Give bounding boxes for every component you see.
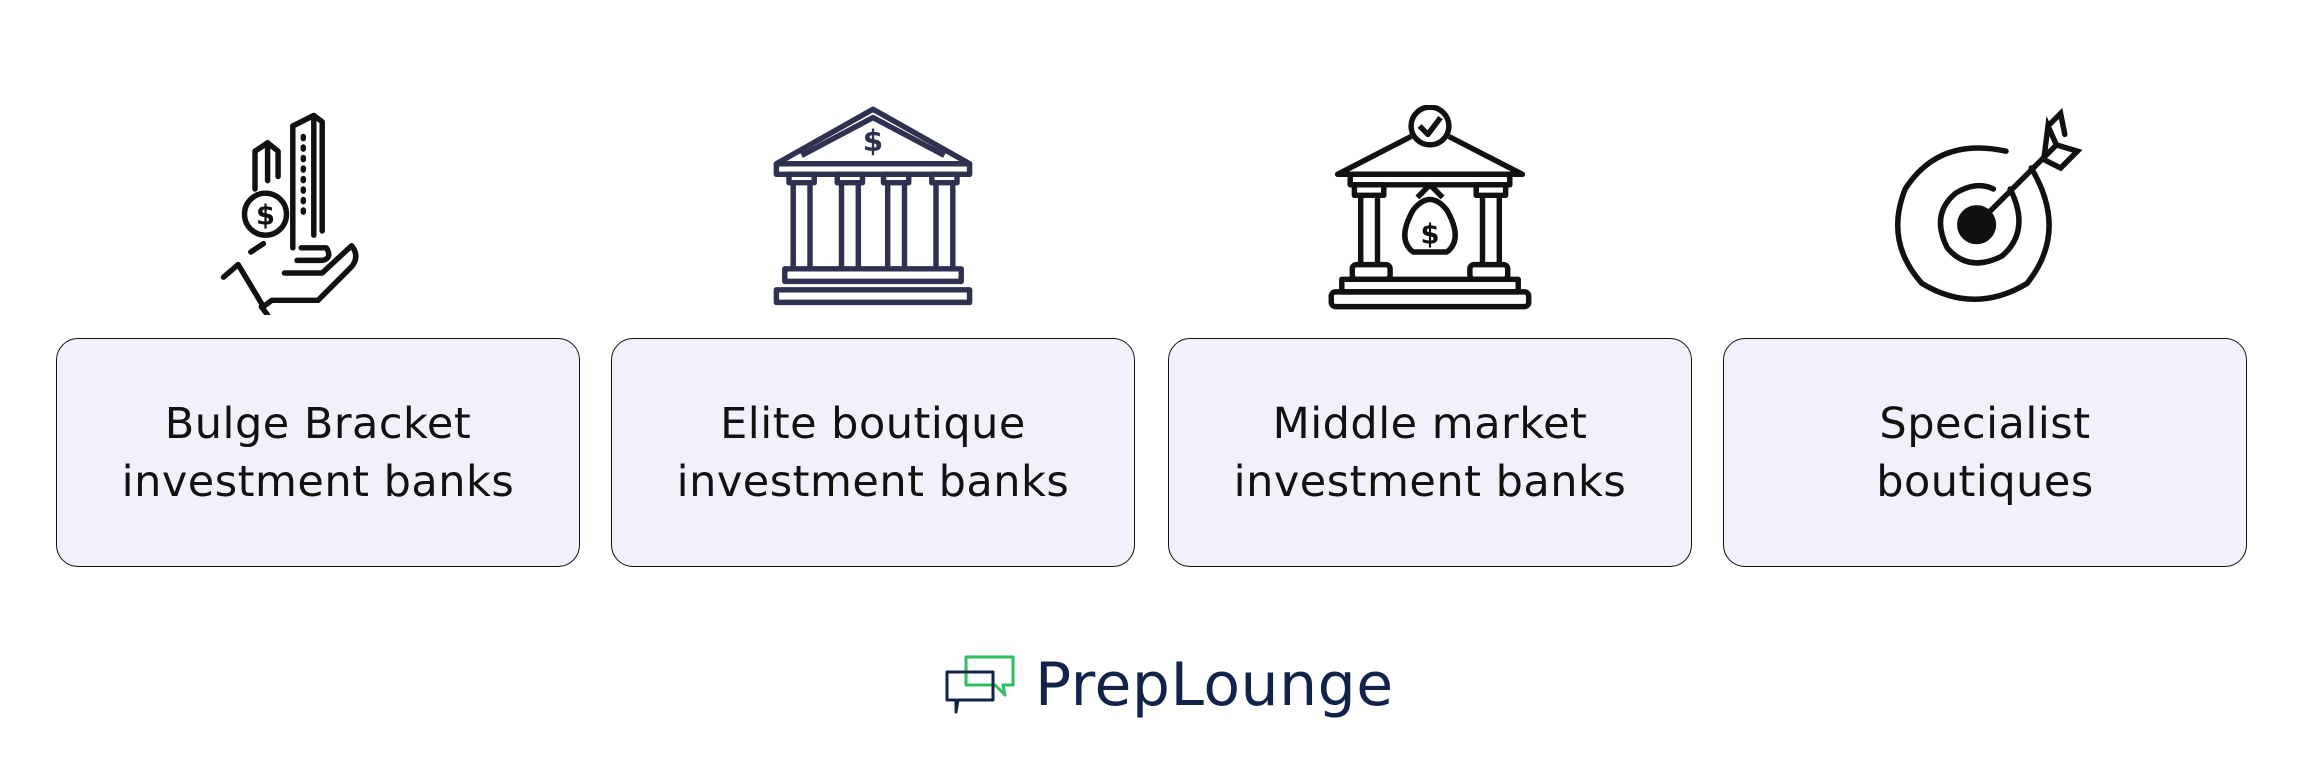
card-title-line2: investment banks bbox=[1233, 456, 1627, 507]
card-elite-boutique: $ Elite boutique investment banks bbox=[611, 0, 1135, 570]
card-label-box: Bulge Bracket investment banks bbox=[56, 338, 580, 567]
card-label-box: Specialist boutiques bbox=[1723, 338, 2247, 567]
card-middle-market: $ Middle market investment banks bbox=[1168, 0, 1692, 570]
buildings-hand-coin-icon: $ bbox=[220, 112, 359, 315]
card-title-line1: Bulge Bracket bbox=[164, 398, 472, 449]
card-title-line1: Elite boutique bbox=[720, 398, 1026, 449]
card-title-line1: Specialist bbox=[1879, 398, 2091, 449]
card-bulge-bracket: $ Bulge Bracket investment banks bbox=[56, 0, 580, 570]
preplounge-logo: PrepLounge bbox=[945, 650, 1394, 720]
card-label-box: Elite boutique investment banks bbox=[611, 338, 1135, 567]
logo-text: PrepLounge bbox=[1035, 650, 1394, 720]
card-title-line2: boutiques bbox=[1876, 456, 2094, 507]
bank-money-bag-icon: $ bbox=[1328, 105, 1532, 310]
svg-text:$: $ bbox=[1421, 220, 1440, 251]
bank-building-icon: $ bbox=[773, 106, 973, 306]
target-arrow-icon bbox=[1894, 107, 2083, 302]
card-label-box: Middle market investment banks bbox=[1168, 338, 1692, 567]
card-title-line2: investment banks bbox=[121, 456, 515, 507]
svg-text:$: $ bbox=[256, 201, 275, 232]
card-title-line2: investment banks bbox=[676, 456, 1070, 507]
chat-bubbles-icon bbox=[945, 655, 1015, 714]
card-specialist-boutiques: Specialist boutiques bbox=[1723, 0, 2247, 570]
card-title-line1: Middle market bbox=[1272, 398, 1588, 449]
svg-text:$: $ bbox=[863, 124, 883, 158]
